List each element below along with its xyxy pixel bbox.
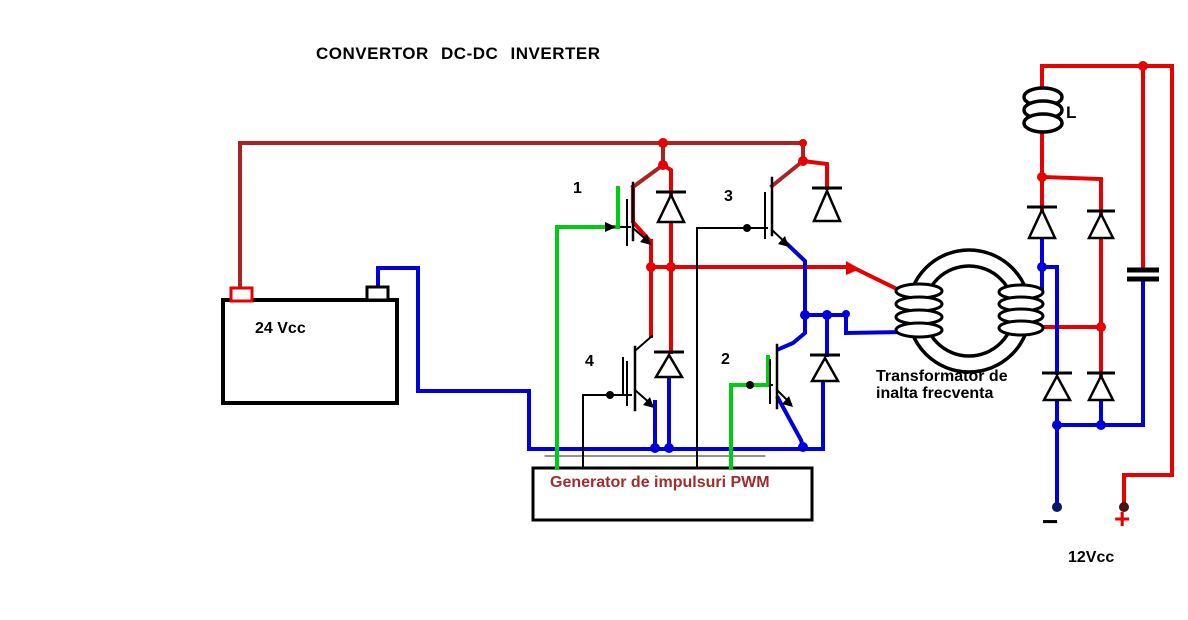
pwm-generator-label: Generator de impulsuri PWM: [550, 474, 770, 491]
igbt-transistor-4: [626, 334, 654, 412]
transformer-label-line2: inalta frecventa: [876, 385, 994, 402]
freewheel-diode-1: [656, 190, 686, 224]
igbt-transistor-3: [764, 176, 790, 247]
rectifier-diode-top-left: [1027, 205, 1057, 240]
output-positive-terminal-dot: [1119, 502, 1129, 512]
output-voltage-label: 12Vcc: [1068, 549, 1115, 566]
battery-24v: [221, 285, 399, 405]
battery-negative-bottom-rail-wire: [376, 266, 825, 451]
toroid-inner-ring: [922, 264, 1016, 358]
rectifier-diode-top-right: [1086, 209, 1116, 240]
freewheel-diode-3: [812, 186, 842, 223]
junction-dots: [605, 61, 1148, 512]
gate-wires: [555, 186, 773, 470]
rectifier-diode-bottom-right: [1086, 371, 1116, 402]
transistor-2-label: 2: [721, 351, 730, 368]
filter-inductor: [1022, 86, 1064, 134]
battery-negative-terminal: [365, 285, 390, 302]
inductor-label: L: [1066, 103, 1077, 122]
battery-body: [221, 298, 399, 405]
battery-positive-terminal: [229, 286, 254, 303]
diagram-title: CONVERTOR DC-DC INVERTER: [316, 44, 601, 63]
output-plus-sign: +: [1114, 503, 1131, 534]
bridge-output-node-b-wire: [776, 240, 906, 352]
output-negative-terminal-dot: [1052, 502, 1062, 512]
output-capacitor: [1127, 267, 1159, 282]
transistor-1-label: 1: [573, 180, 582, 197]
pwm-generator-box: [531, 466, 814, 522]
battery-label: 24 Vcc: [255, 320, 306, 337]
gate-wire-transistor-2: [729, 355, 770, 470]
rectifier-and-output-wires: [1034, 64, 1174, 507]
freewheel-diode-2: [809, 353, 841, 383]
freewheel-diode-4: [653, 350, 685, 379]
igbt-transistor-2: [769, 343, 793, 410]
transformer-label: Transformator de inalta frecventa: [876, 368, 1008, 402]
secondary-winding: [997, 283, 1045, 337]
primary-winding: [894, 282, 944, 339]
output-minus-sign: −: [1042, 506, 1059, 537]
transformer-label-line1: Transformator de: [876, 368, 1008, 385]
transistor-3-label: 3: [724, 188, 733, 205]
high-frequency-transformer: [894, 248, 1045, 374]
igbt-transistor-1: [626, 181, 652, 246]
transistor-4-label: 4: [585, 353, 594, 370]
freewheel-diode-branch-wires: [653, 158, 829, 451]
transformer-feed-arrow: [846, 261, 860, 275]
gate-1-arrow: [605, 222, 616, 232]
rectifier-diode-bottom-left: [1041, 371, 1073, 402]
gate-wire-transistor-1: [555, 186, 620, 470]
